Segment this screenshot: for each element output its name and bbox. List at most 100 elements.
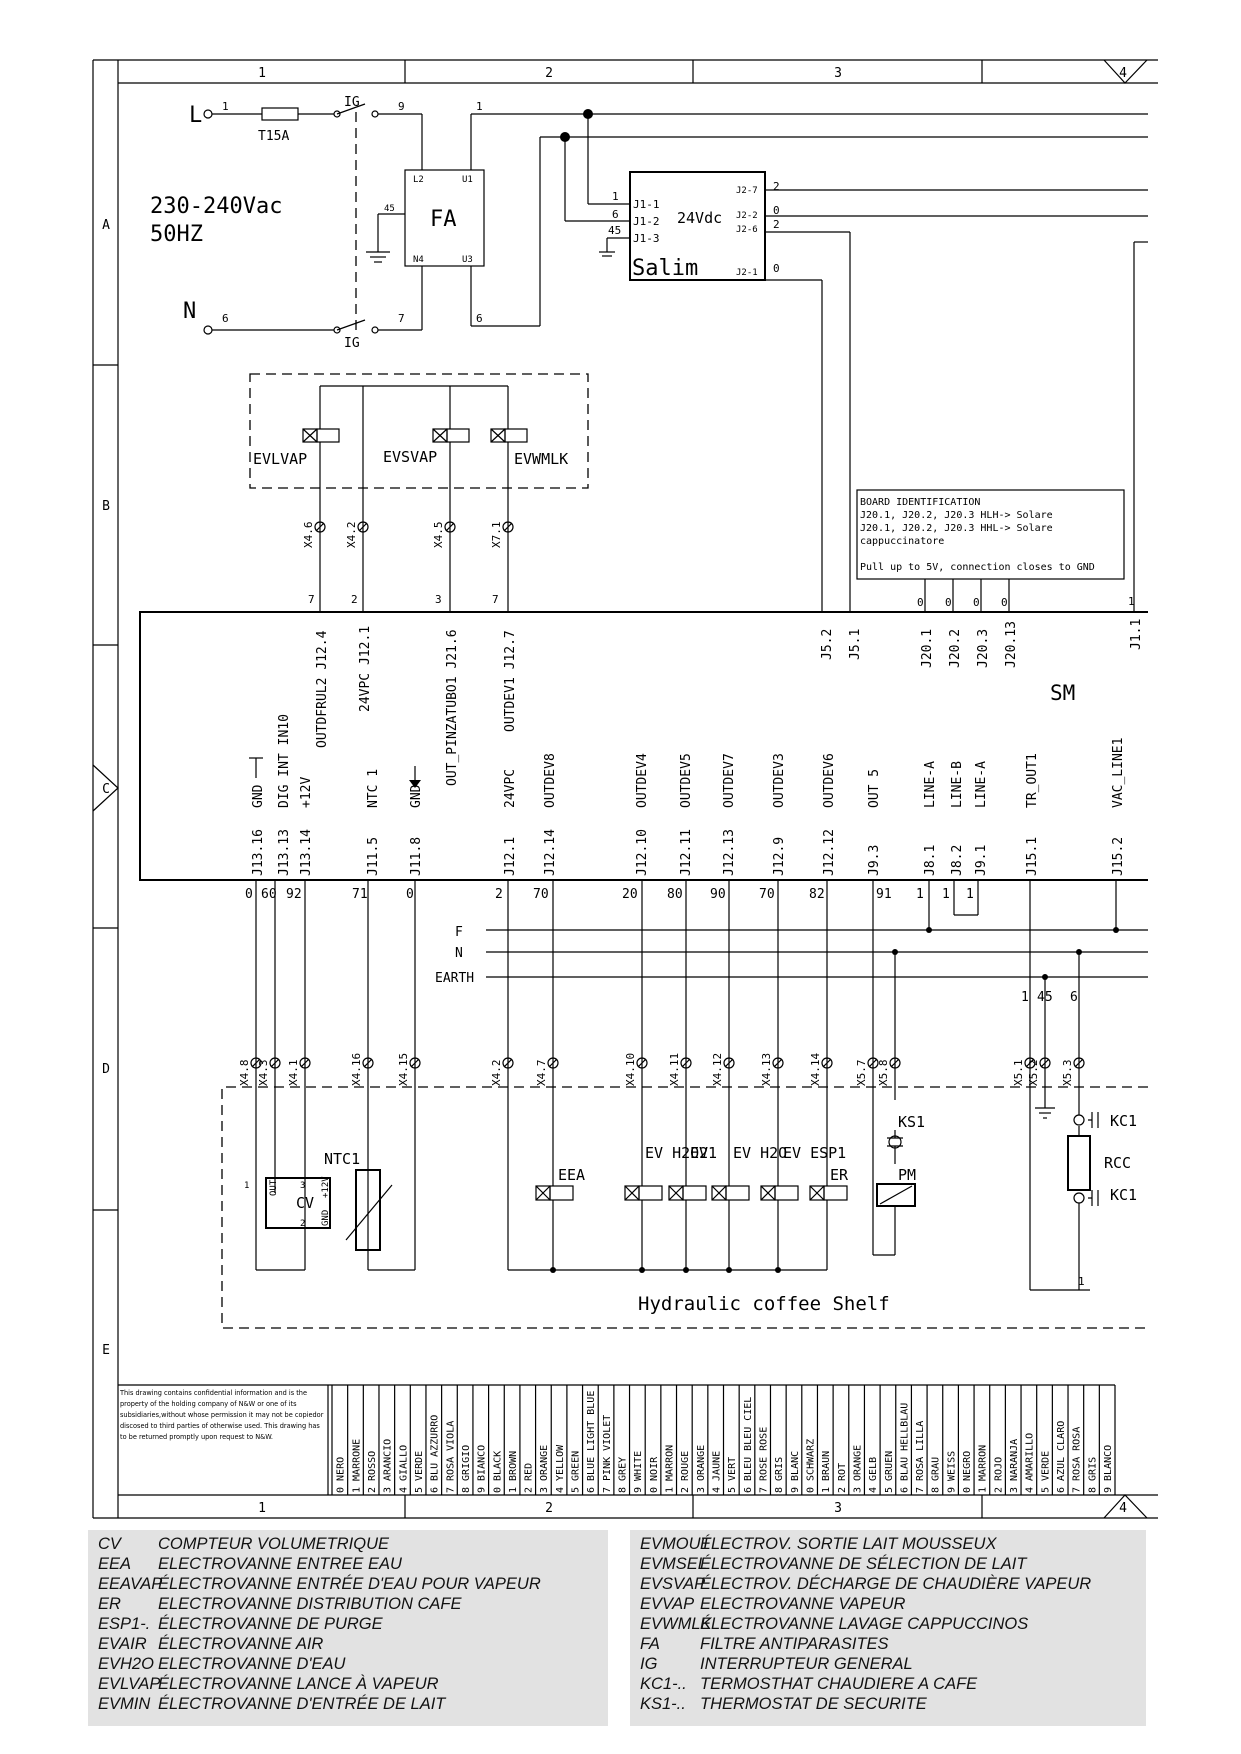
svg-text:EVWMLK: EVWMLK [514,450,568,468]
legend-code: EVWMLK [640,1615,712,1633]
svg-text:J12.13: J12.13 [722,829,737,876]
svg-text:J2-2: J2-2 [736,211,758,221]
svg-text:1: 1 [942,887,950,902]
connector-terminal [250,1057,262,1069]
main-board-sm: SM 1 OUTDFRUL2 J12.4 24VPC J12.1 OUT_PIN… [139,595,1148,902]
svg-text:+12V: +12V [299,777,314,808]
column-label: 2 [545,66,553,81]
valve-er: ER [809,1166,849,1201]
svg-text:0: 0 [917,596,924,609]
svg-text:J11.5: J11.5 [366,837,381,876]
svg-text:24VPC J12.1: 24VPC J12.1 [358,626,373,712]
svg-text:ER: ER [830,1166,849,1184]
connector-label: X4.12 [711,1053,724,1086]
svg-text:J15.2: J15.2 [1111,837,1126,876]
valve-evwmlk: EVWMLK [490,386,568,468]
legend-description: ELECTROVANNE VAPEUR [700,1595,906,1613]
color-code-cell: 9 WEISS [946,1451,957,1493]
svg-text:J12.10: J12.10 [635,829,650,876]
color-code-cell: 5 VERT [727,1457,738,1493]
color-code-cell: 7 ROSE ROSE [758,1427,769,1493]
color-code-cell: 8 GRIGIO [461,1445,472,1493]
connector-terminal [547,1057,559,1069]
legend-code: EVH2O [98,1655,154,1673]
connector-label: X4.16 [350,1053,363,1086]
svg-text:cappuccinatore: cappuccinatore [860,536,944,547]
svg-text:EVSVAP: EVSVAP [383,448,437,466]
filter-fa [404,169,485,267]
top-valves: EVLVAP EVSVAP EVWMLK X4.6 X4.2 X4.5 X7.1… [249,373,589,612]
svg-text:J5.2: J5.2 [820,629,835,660]
svg-text:0: 0 [973,596,980,609]
legend-description: FILTRE ANTIPARASITES [700,1635,889,1653]
legend-description: ÉLECTROVANNE AIR [158,1635,324,1653]
svg-text:J11.8: J11.8 [409,837,424,876]
svg-text:KC1: KC1 [1110,1112,1137,1130]
confidential-notice: This drawing contains confidential infor… [120,1388,324,1441]
valve-evsvap: EVSVAP [383,386,470,466]
svg-text:NTC 1: NTC 1 [366,769,381,808]
connector-terminal [1039,1057,1051,1069]
svg-text:U1: U1 [462,175,473,185]
svg-text:J20.3: J20.3 [976,629,991,668]
svg-text:EARTH: EARTH [435,971,474,986]
svg-text:80: 80 [667,887,683,902]
svg-text:90: 90 [710,887,726,902]
legend-code: EVVAP [640,1595,695,1613]
valve-ev-h2o2: EV H2O2 [624,1144,708,1201]
svg-text:KC1: KC1 [1110,1186,1137,1204]
color-code-cell: 7 ROSA VIOLA [445,1421,456,1493]
svg-text:GND: GND [409,784,424,808]
color-code-cell: 5 VERDE [1040,1451,1051,1493]
svg-text:EV ESP1: EV ESP1 [783,1144,846,1162]
color-code-cell: 8 GREY [618,1457,629,1493]
svg-text:70: 70 [533,887,549,902]
svg-text:OUTDEV3: OUTDEV3 [772,753,787,808]
svg-text:GND: GND [321,1210,331,1226]
legend-description: ÉLECTROVANNE DE SÉLECTION DE LAIT [700,1555,1027,1573]
color-code-cell: 4 JAUNE [712,1451,723,1493]
svg-text:3: 3 [300,1181,305,1191]
mains-supply: L N T15A 1 IG 9 6 IG 7 230-240Vac 50HZ F… [150,95,1148,351]
column-label: 2 [545,1501,553,1516]
power-bus: F N EARTH 1 45 6 [435,925,1148,1005]
legend-description: ÉLECTROVANNE LAVAGE CAPPUCCINOS [700,1615,1029,1633]
color-code-cell: 5 GRUEN [884,1451,895,1493]
valve-eea: EEA [535,1166,585,1201]
wiring-schematic: 1 2 3 4 1 2 3 4 A B C D E L N T15A 1 IG … [92,59,1158,1519]
connector-label: X4.15 [397,1053,410,1086]
color-code-cell: 8 GRIS [1087,1457,1098,1493]
legend-description: ÉLECTROVANNE LANCE À VAPEUR [158,1675,439,1693]
svg-text:3: 3 [435,593,442,606]
color-code-cell: 3 ARANCIO [383,1439,394,1493]
column-label: 1 [258,66,266,81]
svg-text:71: 71 [352,887,368,902]
connector-label: X4.13 [760,1053,773,1086]
color-code-cell: 9 BIANCO [477,1445,488,1493]
svg-text:70: 70 [759,887,775,902]
svg-text:1: 1 [1078,1275,1085,1288]
svg-text:EEA: EEA [558,1166,585,1184]
svg-text:OUT 5: OUT 5 [867,769,882,808]
svg-text:EV H2O: EV H2O [733,1144,787,1162]
svg-text:6: 6 [1070,990,1078,1005]
svg-text:OUTDEV1 J12.7: OUTDEV1 J12.7 [503,630,518,732]
color-code-cell: 6 BLAU HELLBLAU [899,1403,910,1493]
svg-text:J1.1: J1.1 [1129,619,1144,650]
svg-text:X4.5: X4.5 [432,522,445,549]
svg-text:OUTDFRUL2 J12.4: OUTDFRUL2 J12.4 [315,630,330,748]
connector-label: X4.7 [535,1060,548,1087]
svg-text:GND: GND [251,784,266,808]
svg-text:J13.16: J13.16 [251,829,266,876]
column-label: 4 [1119,1501,1127,1516]
svg-text:LINE-A: LINE-A [923,761,938,808]
svg-text:2: 2 [773,180,780,193]
svg-text:J20.1, J20.2, J20.3 HHL-> Sol: J20.1, J20.2, J20.3 HHL-> Solare [860,523,1053,534]
color-code-cell: 0 BLACK [492,1451,503,1493]
legend-entry: EVVAP ELECTROVANNE VAPEUR [640,1594,1146,1614]
svg-text:9: 9 [398,100,405,113]
